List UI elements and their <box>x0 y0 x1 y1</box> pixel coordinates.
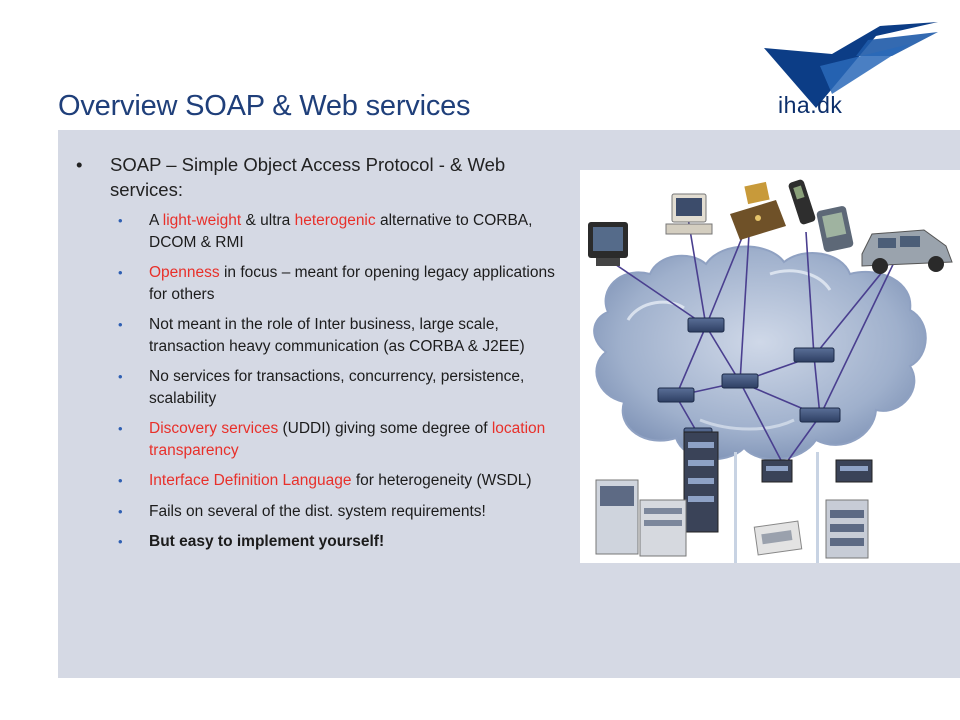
logo-text: iha.dk <box>778 92 843 118</box>
sub-bullet-text-segment: Interface Definition Language <box>149 472 352 489</box>
sub-bullet-dot: • <box>118 317 123 332</box>
main-bullet-text: SOAP – Simple Object Access Protocol - &… <box>110 154 506 200</box>
sub-bullet-text-segment: alternative to CORBA, DCOM & RMI <box>149 212 533 251</box>
sub-bullet-text-segment: in focus – meant for opening legacy appl… <box>149 264 555 303</box>
sub-bullet-item: • A light-weight & ultra heterogenic alte… <box>72 210 572 253</box>
sub-bullet-list: • A light-weight & ultra heterogenic alte… <box>72 210 572 553</box>
sub-bullet-text-segment: for heterogeneity (WSDL) <box>351 472 532 489</box>
network-diagram <box>580 170 960 563</box>
sub-bullet-item: • Interface Definition Language for heter… <box>72 470 572 492</box>
iha-logo <box>764 22 938 108</box>
device-pda <box>816 206 854 252</box>
sub-bullet-text-segment: (UDDI) giving some degree of <box>278 420 492 437</box>
sub-bullet-text-segment: Discovery services <box>149 420 279 437</box>
sub-bullet-text-segment: Not meant in the role of Inter business,… <box>149 316 525 355</box>
sub-bullet-text-segment: light-weight <box>162 212 242 229</box>
sub-bullet-text-segment: But easy to implement yourself! <box>149 533 385 550</box>
main-bullet: • SOAP – Simple Object Access Protocol -… <box>72 152 572 202</box>
server-middle <box>753 459 803 556</box>
sub-bullet-item: • Fails on several of the dist. system re… <box>72 501 572 523</box>
sub-bullet-text-segment: heterogenic <box>294 212 376 229</box>
sub-bullet-dot: • <box>118 421 123 436</box>
sub-bullet-item: • Discovery services (UDDI) giving some d… <box>72 418 572 461</box>
sub-bullet-dot: • <box>118 503 123 519</box>
device-tv <box>588 222 628 266</box>
sub-bullet-item: • No services for transactions, concurren… <box>72 366 572 409</box>
slide-title: Overview SOAP & Web services <box>58 90 471 122</box>
device-mobile-phone <box>788 179 816 225</box>
sub-bullet-dot: • <box>118 534 123 549</box>
sub-bullet-item: • Openness in focus – meant for opening l… <box>72 262 572 305</box>
sub-bullet-text-segment: & ultra <box>241 212 295 229</box>
sub-bullet-item: • Not meant in the role of Inter business… <box>72 314 572 357</box>
sub-bullet-text-segment: location transparency <box>149 420 546 459</box>
sub-bullet-text-segment: Openness <box>149 264 220 281</box>
bullet-dot: • <box>76 154 83 175</box>
sub-bullet-dot: • <box>118 265 123 280</box>
device-pos-terminal <box>730 181 786 240</box>
device-pc <box>665 193 713 235</box>
sub-bullet-dot: • <box>118 369 123 384</box>
network-cloud <box>593 245 927 461</box>
device-car <box>861 229 953 274</box>
sub-bullet-item: • But easy to implement yourself! <box>72 531 572 553</box>
text-column: • SOAP – Simple Object Access Protocol -… <box>72 152 572 562</box>
sub-bullet-text-segment: A <box>149 212 163 229</box>
server-rack-left <box>595 431 719 557</box>
sub-bullet-dot: • <box>118 473 123 488</box>
sub-bullet-text-segment: No services for transactions, concurrenc… <box>149 368 525 407</box>
sub-bullet-dot: • <box>118 213 123 228</box>
sub-bullet-text-segment: Fails on several of the dist. system req… <box>149 502 486 520</box>
server-right <box>825 459 873 559</box>
